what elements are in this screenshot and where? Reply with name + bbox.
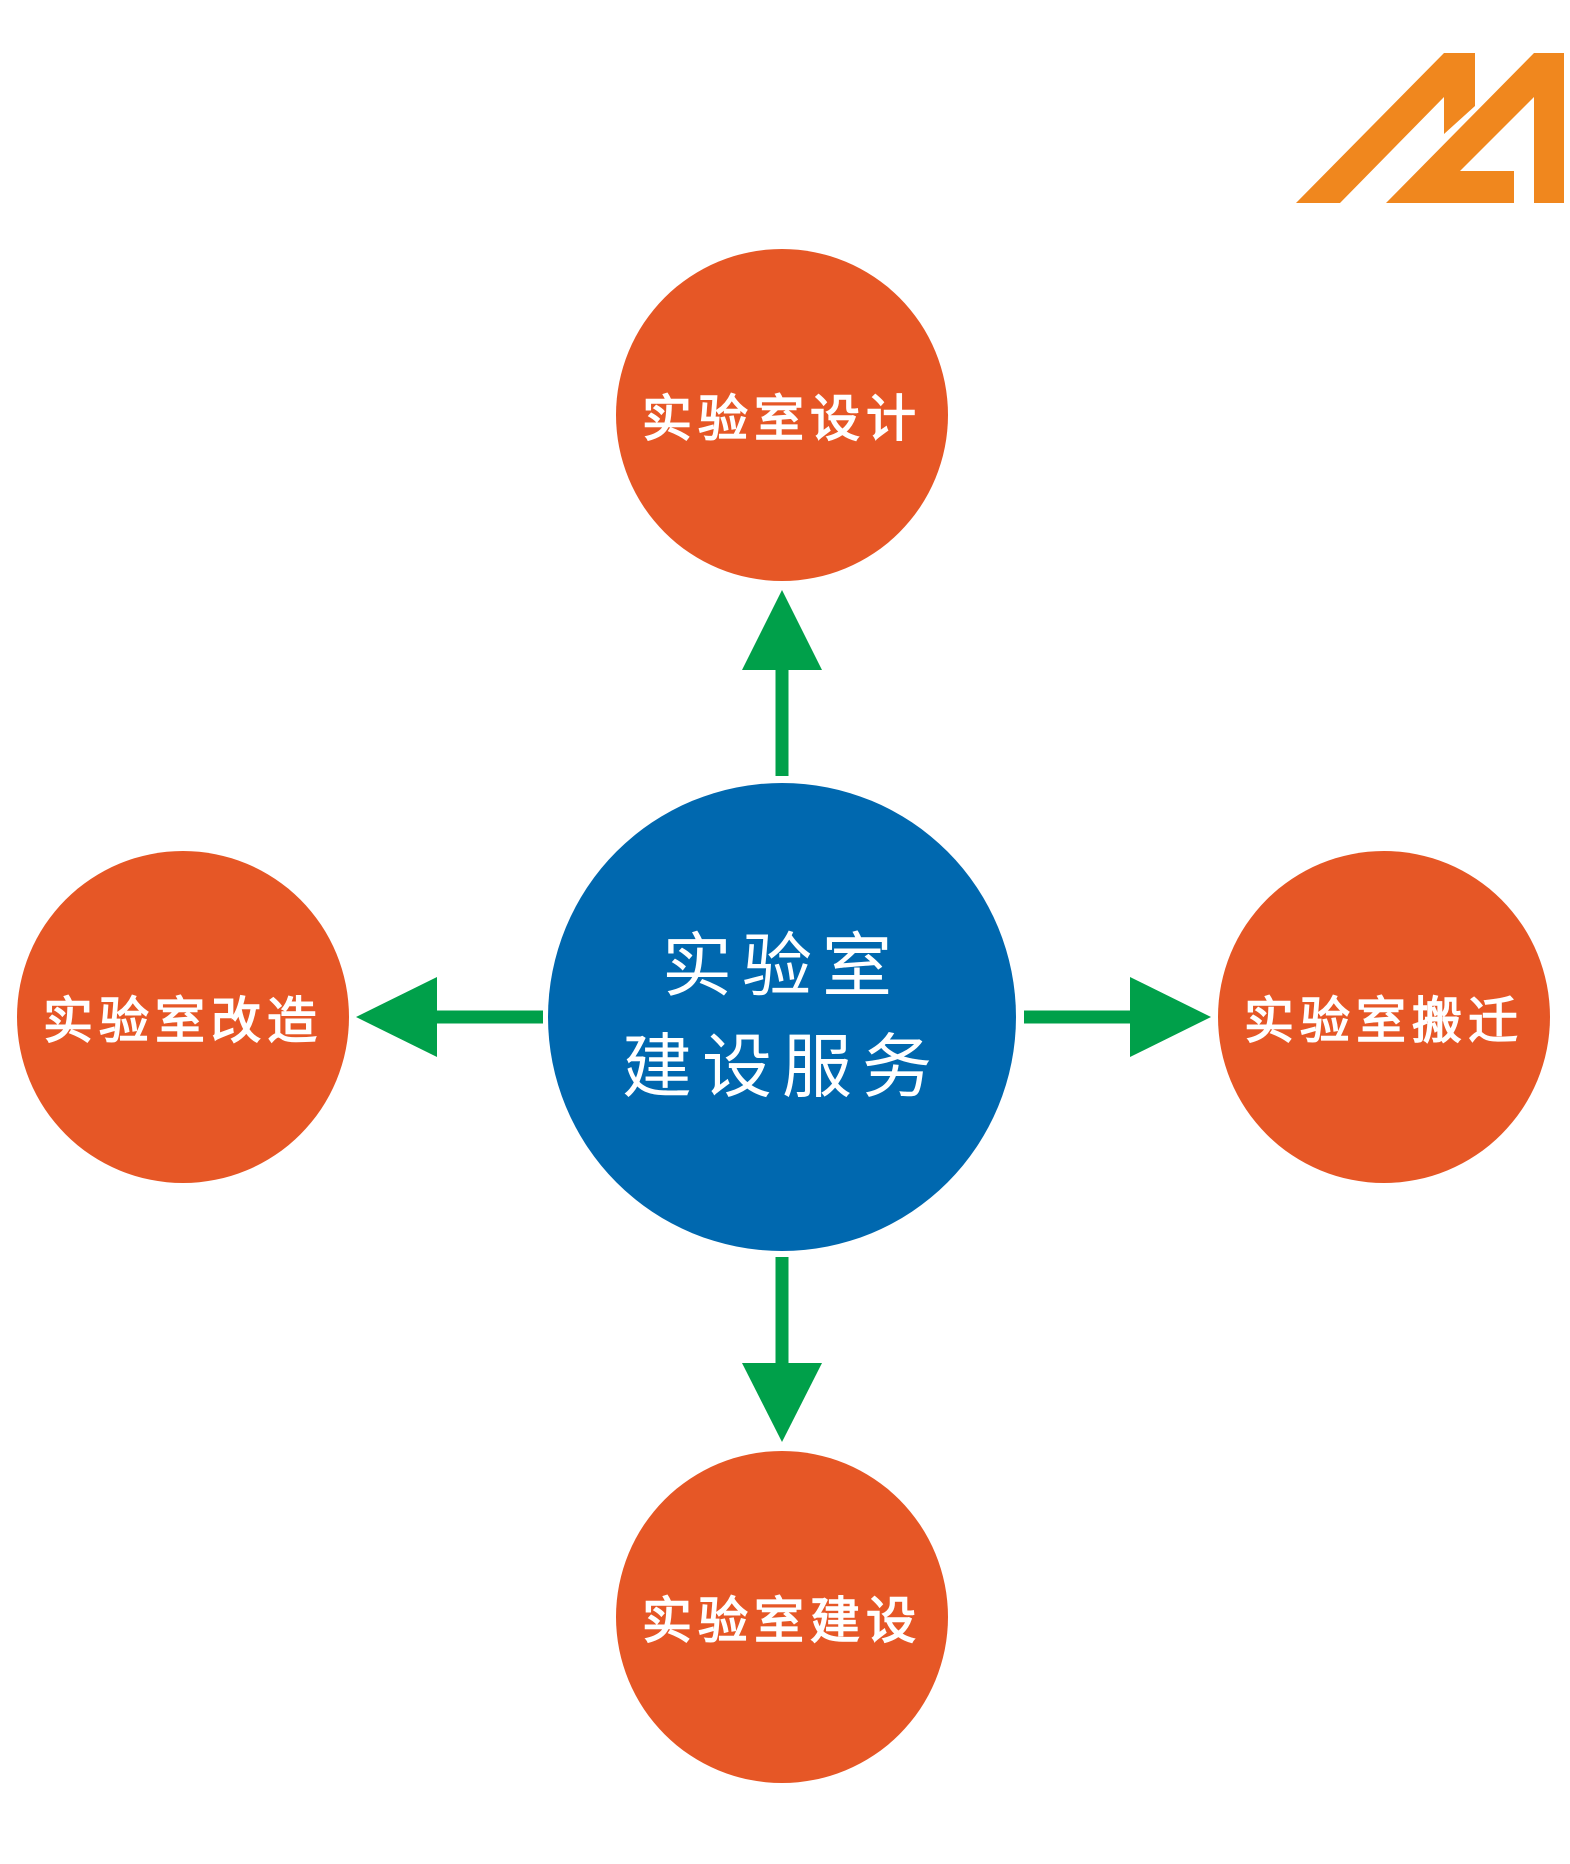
node-top: 实验室设计 [616,249,948,581]
hub-label-line1: 实验室 [662,924,902,1007]
logo [1296,53,1564,203]
node-right-label: 实验室搬迁 [1244,992,1524,1050]
node-top-label: 实验室设计 [642,390,922,448]
arrow-up [742,590,822,776]
hub-node: 实验室 建设服务 [548,783,1016,1251]
node-right: 实验室搬迁 [1218,851,1550,1183]
arrow-right [1024,977,1211,1057]
arrow-left [356,977,543,1057]
node-left: 实验室改造 [17,851,349,1183]
node-bottom-label: 实验室建设 [642,1592,922,1650]
hub-label-line2: 建设服务 [622,1026,942,1108]
node-left-label: 实验室改造 [43,992,323,1050]
node-bottom: 实验室建设 [616,1451,948,1783]
arrow-down [742,1257,822,1442]
